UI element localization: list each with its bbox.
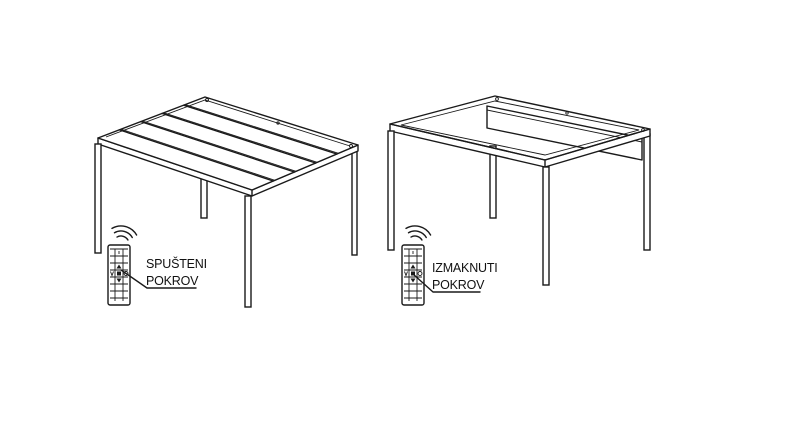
leader-line: [120, 269, 197, 289]
wireless-signal-icon: [111, 225, 138, 241]
roof-surface: [97, 96, 359, 191]
circle-icon: [123, 271, 129, 276]
stop-icon: [117, 271, 121, 276]
pergola-leg-front-right: [244, 195, 252, 308]
up-arrow-icon: [116, 264, 122, 269]
remote-control-icon: [107, 244, 131, 306]
leader-line: [412, 273, 481, 293]
pergola-retracted-cover: [387, 95, 651, 286]
frame-top: [389, 95, 651, 161]
pergola-leg-back-right: [351, 149, 358, 256]
remote-control-icon: [401, 244, 425, 306]
check-icon: [110, 271, 114, 277]
label-retracted-cover: IZMAKNUTI POKROV: [412, 261, 498, 293]
pergola-leg-front-right: [542, 166, 550, 286]
pergola-leg-front-left: [94, 143, 102, 254]
circle-icon: [417, 271, 423, 276]
check-icon: [404, 271, 408, 277]
down-arrow-icon: [116, 278, 122, 283]
pergola-closed-cover: [94, 96, 359, 308]
label-line-2: POKROV: [146, 274, 199, 288]
pergola-leg-back-right: [643, 133, 651, 251]
roof-slats: [118, 104, 339, 182]
label-line-1: IZMAKNUTI: [432, 261, 498, 275]
pergola-leg-back-left: [489, 145, 497, 219]
label-line-2: POKROV: [432, 278, 485, 292]
wireless-signal-icon: [405, 225, 432, 241]
down-arrow-icon: [410, 278, 416, 283]
pergola-leg-back-left: [200, 175, 208, 219]
label-line-1: SPUŠTENI: [146, 256, 207, 271]
up-arrow-icon: [410, 264, 416, 269]
pergola-leg-front-left: [387, 130, 395, 251]
label-closed-cover: SPUŠTENI POKROV: [120, 256, 207, 289]
